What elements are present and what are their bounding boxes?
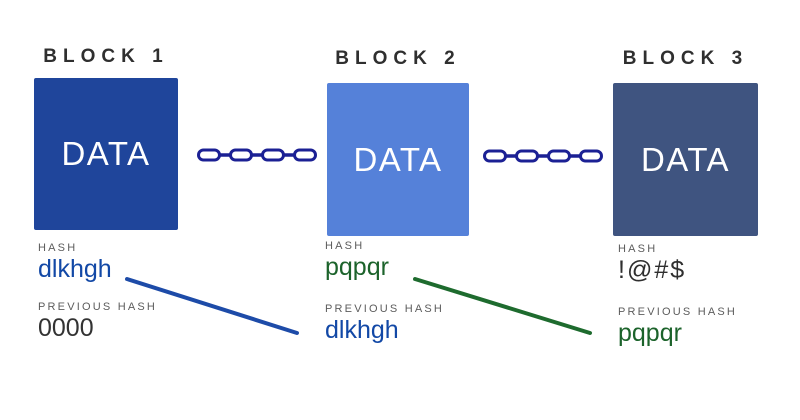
block-1-hash-label: HASH <box>38 242 78 254</box>
chain-link-icon <box>483 149 603 163</box>
block-2-hash-label: HASH <box>325 240 365 252</box>
block-1-data-label: DATA <box>61 135 151 172</box>
block-2-previous-hash-value: dlkhgh <box>325 315 399 344</box>
block-2-column: BLOCK 2 DATA <box>327 48 469 236</box>
block-3-column: BLOCK 3 DATA <box>613 48 758 236</box>
block-1-hash-section: HASH dlkhgh PREVIOUS HASH 0000 <box>38 242 157 343</box>
block-3-data-square: DATA <box>613 83 758 236</box>
block-1-title: BLOCK 1 <box>43 46 169 67</box>
block-1-hash-value: dlkhgh <box>38 255 112 283</box>
block-2-hash-section: HASH pqpqr PREVIOUS HASH dlkhgh <box>325 240 444 345</box>
block-3-previous-hash-label: PREVIOUS HASH <box>618 305 738 318</box>
block-2-data-square: DATA <box>327 83 469 236</box>
block-2-hash-value: pqpqr <box>325 253 389 281</box>
block-1-column: BLOCK 1 DATA <box>34 46 178 230</box>
block-3-previous-hash-value: pqpqr <box>618 318 682 347</box>
block-2-data-label: DATA <box>353 140 443 178</box>
block-3-hash-value: !@#$ <box>618 256 687 284</box>
block-1-data-square: DATA <box>34 78 178 230</box>
block-2-previous-hash-label: PREVIOUS HASH <box>325 302 445 315</box>
block-3-hash-section: HASH !@#$ PREVIOUS HASH pqpqr <box>618 243 737 348</box>
chain-link-icon <box>197 148 317 162</box>
block-1-previous-hash-label: PREVIOUS HASH <box>38 300 158 313</box>
block-2-title: BLOCK 2 <box>335 48 461 69</box>
block-3-hash-label: HASH <box>618 243 658 255</box>
block-3-title: BLOCK 3 <box>622 48 749 69</box>
block-1-previous-hash-value: 0000 <box>38 313 94 342</box>
block-3-data-label: DATA <box>640 140 731 178</box>
